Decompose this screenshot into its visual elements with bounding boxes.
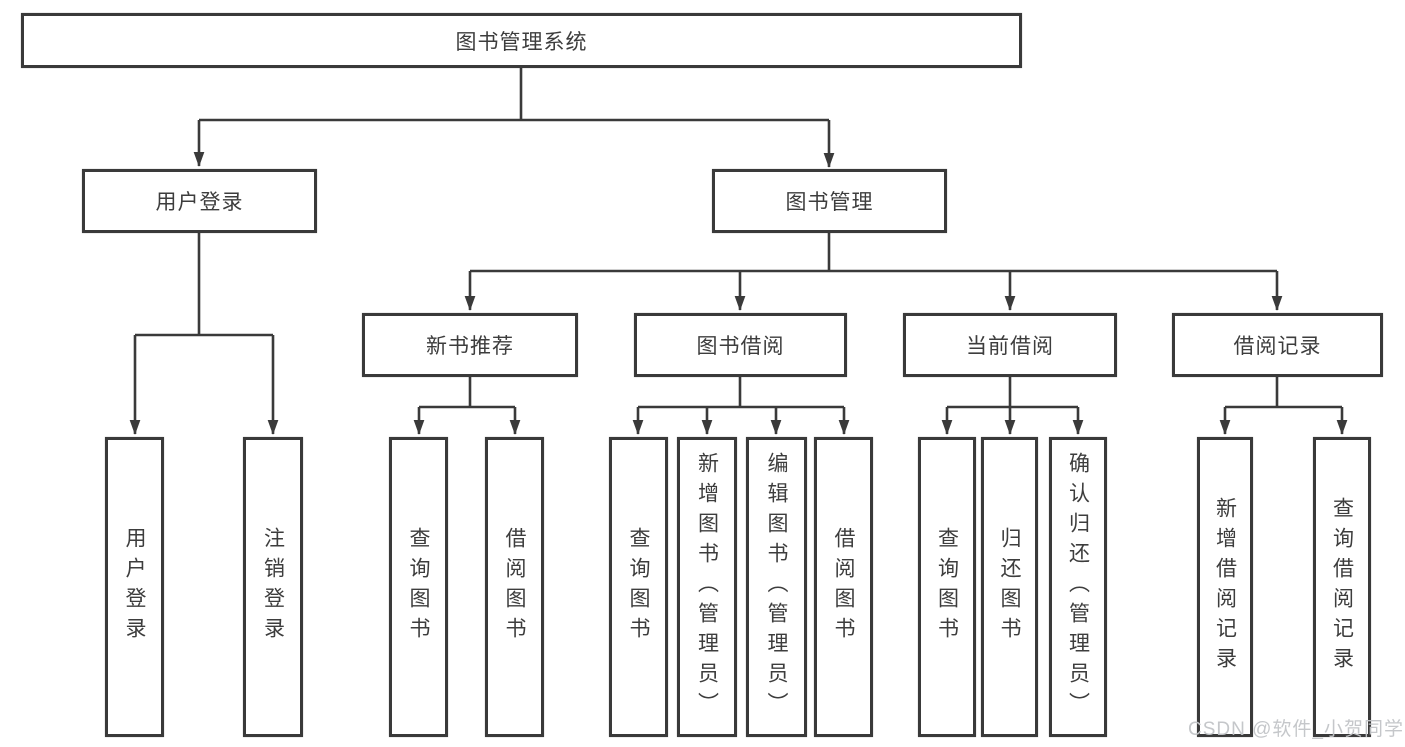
node-borrow-records-label: 借阅记录	[1233, 335, 1322, 358]
leaf-borrow-add-book-admin: 新增图书（管理员）	[677, 437, 737, 737]
node-borrow-records: 借阅记录	[1172, 313, 1383, 377]
leaf-borrow-query-book: 查询图书	[609, 437, 668, 737]
leaf-records-query-record: 查询借阅记录	[1313, 437, 1371, 737]
node-book-management-label: 图书管理	[785, 191, 874, 214]
leaf-records-add-record-label: 新增借阅记录	[1213, 497, 1237, 677]
leaf-recommend-borrow-book-label: 借阅图书	[503, 527, 526, 647]
leaf-borrow-add-book-admin-label: 新增图书（管理员）	[695, 452, 719, 722]
leaf-user-login: 用户登录	[105, 437, 164, 737]
leaf-current-return-book: 归还图书	[981, 437, 1038, 737]
node-book-borrow-label: 图书借阅	[696, 335, 785, 358]
node-new-book-recommend: 新书推荐	[362, 313, 578, 377]
leaf-recommend-borrow-book: 借阅图书	[485, 437, 544, 737]
leaf-user-login-label: 用户登录	[123, 527, 146, 647]
node-user-login-label: 用户登录	[155, 191, 244, 214]
leaf-current-query-book: 查询图书	[918, 437, 976, 737]
node-current-borrow-label: 当前借阅	[966, 335, 1054, 358]
leaf-current-query-book-label: 查询图书	[935, 527, 959, 647]
node-root-label: 图书管理系统	[455, 30, 588, 54]
leaf-borrow-query-book-label: 查询图书	[627, 527, 650, 647]
leaf-current-confirm-return-admin: 确认归还（管理员）	[1049, 437, 1107, 737]
leaf-records-add-record: 新增借阅记录	[1197, 437, 1253, 737]
leaf-logout-login-label: 注销登录	[261, 527, 285, 647]
leaf-current-return-book-label: 归还图书	[998, 527, 1021, 647]
leaf-records-query-record-label: 查询借阅记录	[1330, 497, 1354, 677]
leaf-borrow-edit-book-admin: 编辑图书（管理员）	[746, 437, 807, 737]
node-book-management: 图书管理	[712, 169, 947, 233]
leaf-recommend-query-book-label: 查询图书	[407, 527, 430, 647]
watermark: CSDN @软件_小贺同学	[1188, 719, 1404, 740]
leaf-borrow-borrow-book: 借阅图书	[814, 437, 873, 737]
leaf-current-confirm-return-admin-label: 确认归还（管理员）	[1066, 452, 1090, 722]
node-new-book-recommend-label: 新书推荐	[426, 335, 514, 358]
node-user-login: 用户登录	[82, 169, 317, 233]
leaf-borrow-borrow-book-label: 借阅图书	[832, 527, 855, 647]
node-root-system: 图书管理系统	[21, 13, 1022, 68]
leaf-recommend-query-book: 查询图书	[389, 437, 448, 737]
node-current-borrow: 当前借阅	[903, 313, 1117, 377]
node-book-borrow: 图书借阅	[634, 313, 847, 377]
leaf-borrow-edit-book-admin-label: 编辑图书（管理员）	[765, 452, 788, 722]
leaf-logout-login: 注销登录	[243, 437, 303, 737]
